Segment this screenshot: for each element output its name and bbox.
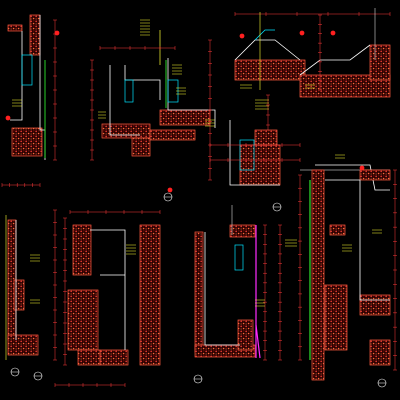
wall-outline [109,65,140,136]
callout-marker [239,33,245,39]
detail-top-1 [1,14,60,187]
detail-bottom-1 [5,209,57,377]
section-outline [124,79,134,103]
wall-outline [90,229,126,350]
masonry-hatch [159,109,211,126]
masonry-hatch [99,349,129,366]
leader-lines [231,8,376,235]
masonry-hatch [254,129,278,146]
masonry-hatch [11,127,43,157]
masonry-hatch [237,319,254,351]
stair-outline [254,29,275,41]
masonry-hatch [359,169,391,181]
masonry-hatch [239,144,281,186]
wall-outline [325,179,390,301]
masonry-hatch [194,231,204,353]
masonry-hatch [77,349,101,366]
detail-top-4 [234,12,391,176]
masonry-hatch [29,14,41,56]
masonry-hatch [369,44,391,81]
masonry-hatch [13,279,25,311]
wall-outline [204,232,240,346]
stair-outline [234,39,301,61]
masonry-hatch [131,137,151,157]
stair-outline [299,44,371,76]
callout-marker [5,115,11,121]
masonry-hatch [229,224,256,238]
section-outline [234,244,244,271]
wall-outline [229,120,280,186]
section-outline [239,139,255,171]
masonry-hatch [299,74,391,98]
callout-marker [167,187,173,193]
masonry-hatch [359,294,391,316]
masonry-hatch [7,24,23,32]
detail-top-3 [149,39,216,181]
section-line [255,324,261,359]
detail-bottom-2 [33,210,161,387]
masonry-hatch [67,289,99,351]
masonry-hatch [72,224,92,276]
detail-bottom-3 [193,224,297,384]
masonry-hatch [324,284,348,351]
detail-bottom-4 [298,165,397,388]
section-outline [21,54,33,86]
callout-marker [330,30,336,36]
masonry-hatch [139,224,161,366]
masonry-hatch [149,129,196,141]
masonry-hatch [369,339,391,366]
detail-top-2 [90,19,176,202]
wall-outline [10,31,23,121]
masonry-hatch [329,224,346,236]
masonry-hatch [311,169,325,381]
wall-outline [124,65,161,100]
callout-marker [299,30,305,36]
callout-marker [54,30,60,36]
masonry-hatch [101,123,151,139]
masonry-hatch [234,59,306,81]
callout-marker [359,165,365,171]
detail-top-5 [205,99,301,212]
masonry-hatch [7,334,39,356]
